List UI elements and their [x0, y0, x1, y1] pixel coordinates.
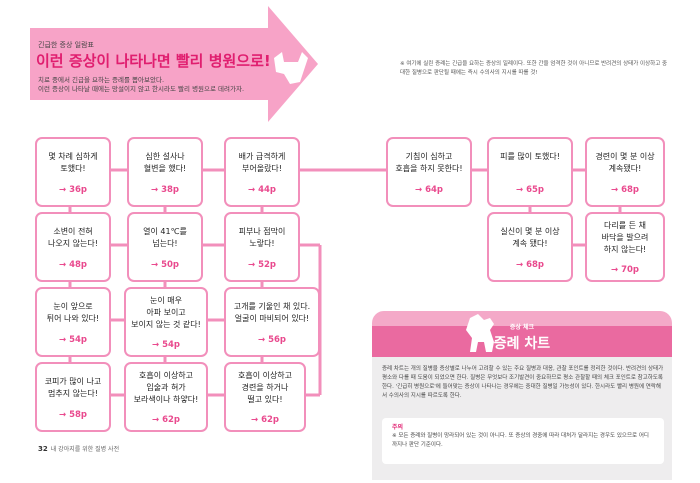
page-link[interactable]: → 44p: [248, 185, 276, 195]
panel-header-band: [372, 326, 672, 357]
symptom-card: 다리를 든 채 바닥을 발으려 하지 않는다! → 70p: [585, 212, 665, 282]
page-link[interactable]: → 52p: [248, 260, 276, 270]
memo-text: ※ 모든 증례와 질병이 망라되어 있는 것이 아니다. 또 증상의 경중에 따…: [392, 433, 649, 448]
symptom-card: 호흡이 이상하고 입술과 혀가 보라색이나 하얗다! → 62p: [124, 362, 208, 432]
page-link[interactable]: → 36p: [59, 185, 87, 195]
symptom-card: 피부나 점막이 노랗다! → 52p: [224, 212, 300, 282]
memo-title: 주의: [392, 424, 404, 431]
top-note: ※ 여기에 실린 증례는 긴급을 요하는 증상의 일례이다. 또한 간을 엄격한…: [400, 61, 668, 76]
symptom-card: 배가 급격하게 부어올랐다! → 44p: [224, 137, 300, 207]
header-small-label: 긴급한 증상 일람표: [38, 41, 94, 49]
page-link[interactable]: → 50p: [151, 260, 179, 270]
symptom-card: 소변이 전혀 나오지 않는다! → 48p: [35, 212, 111, 282]
page-link[interactable]: → 68p: [611, 185, 639, 195]
symptom-card: 코피가 많이 나고 멈추지 않는다! → 58p: [35, 362, 111, 432]
page-link[interactable]: → 64p: [415, 185, 443, 195]
symptom-card: 몇 차례 심하게 토했다! → 36p: [35, 137, 111, 207]
dog-silhouette-icon: [462, 312, 502, 358]
symptom-card: 피를 많이 토했다! → 65p: [487, 137, 573, 207]
panel-title: 증례 차트: [493, 336, 551, 352]
symptom-card: 눈이 앞으로 튀어 나와 있다! → 54p: [35, 287, 111, 357]
page-link[interactable]: → 62p: [251, 415, 279, 425]
symptom-card: 경련이 몇 분 이상 계속됐다! → 68p: [585, 137, 665, 207]
panel-body-text: 증례 차트는 개의 질병을 증상별로 나누어 고려할 수 있는 주요 질병과 대…: [382, 366, 664, 399]
page-title: 이런 증상이 나타나면 빨리 병원으로!: [36, 52, 271, 70]
page-link[interactable]: → 62p: [152, 415, 180, 425]
symptom-card: 호흡이 이상하고 경련을 하거나 떨고 있다! → 62p: [224, 362, 306, 432]
header-description: 치료 중에서 긴급을 요하는 증례를 뽑아보았다. 이런 증상이 나타날 때에는…: [38, 76, 245, 93]
symptom-card: 고개를 기울인 채 있다. 얼굴이 마비되어 있다! → 56p: [224, 287, 320, 357]
page-link[interactable]: → 48p: [59, 260, 87, 270]
page-link[interactable]: → 54p: [59, 335, 87, 345]
page-link[interactable]: → 56p: [258, 335, 286, 345]
symptom-card: 실신이 몇 분 이상 계속 됐다! → 68p: [487, 212, 573, 282]
memo-box: [382, 418, 664, 464]
page-link[interactable]: → 38p: [151, 185, 179, 195]
page-link[interactable]: → 70p: [611, 265, 639, 275]
page-link[interactable]: → 54p: [152, 340, 180, 350]
page-link[interactable]: → 65p: [516, 185, 544, 195]
dog-icon: [268, 48, 312, 92]
symptom-card: 눈이 매우 아파 보이고 보이지 않는 것 같다! → 54p: [124, 287, 208, 357]
book-title: 내 강아지를 위한 질병 사전: [50, 446, 120, 453]
symptom-card: 기침이 심하고 호흡을 하지 못한다! → 64p: [386, 137, 472, 207]
symptom-card: 심한 설사나 혈변을 했다! → 38p: [127, 137, 203, 207]
page-link[interactable]: → 58p: [59, 410, 87, 420]
symptom-card: 열이 41℃를 넘는다! → 50p: [127, 212, 203, 282]
panel-small-label: 증상 체크: [509, 324, 535, 331]
header-arrow: [0, 0, 320, 128]
page-number: 32: [38, 445, 48, 453]
page-link[interactable]: → 68p: [516, 260, 544, 270]
